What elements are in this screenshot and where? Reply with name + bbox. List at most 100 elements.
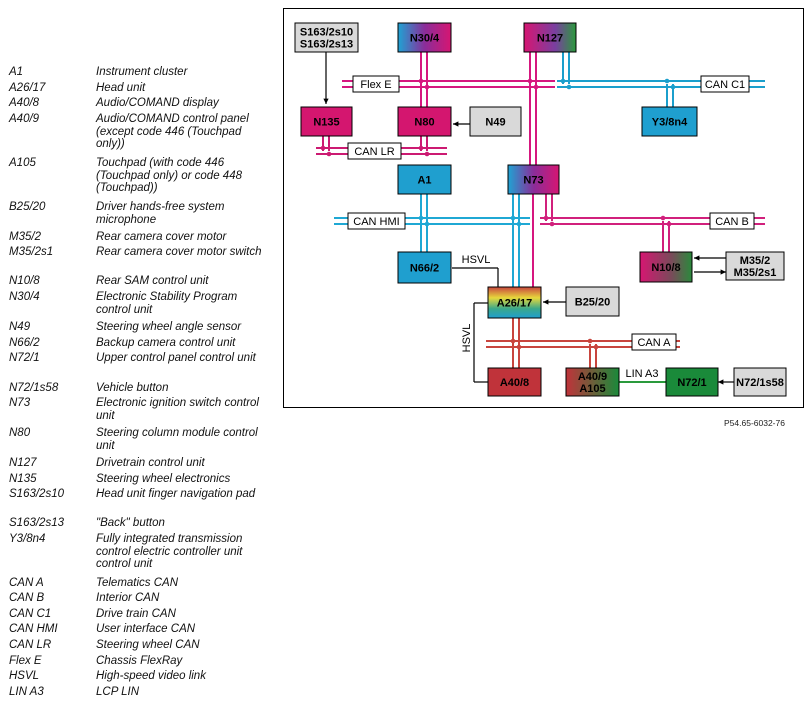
label-can-hmi [347,212,406,230]
legend-code: M35/2s1 [9,246,54,258]
diagram-frame [283,8,804,408]
junction-dot [424,221,430,227]
legend-description: Head unit finger navigation pad [96,488,256,500]
module-y3-8n4-label: Y3/8n4 [652,117,688,129]
legend-code: CAN A [9,577,44,589]
junction-dot [543,215,549,221]
junction-dot [587,338,593,344]
legend-description: Drivetrain control unit [96,457,205,469]
module-m35-label: M35/2s1 [734,267,777,279]
module-n72-1s58 [733,367,787,397]
arrow-n72-1s58-to-n72-1-head [718,379,724,385]
legend-code: N72/1 [9,352,40,364]
junction-dot [549,221,555,227]
module-n10-8-label: N10/8 [651,262,680,274]
module-n49 [469,106,522,137]
legend-code: CAN HMI [9,623,58,635]
label-can-a [631,333,677,351]
module-n66-2-label: N66/2 [410,263,439,275]
module-n73-label: N73 [523,175,543,187]
arrow-n10-8-to-m35-2s1-head [720,269,726,275]
module-n80 [397,106,452,137]
module-a26-17-label: A26/17 [497,298,532,310]
junction-dot [527,78,533,84]
label-can-b-text: CAN B [715,216,749,228]
junction-dot [660,215,666,221]
junction-dot [560,78,566,84]
junction-dot [424,151,430,157]
legend-description: Audio/COMAND display [96,97,219,109]
junction-dot [418,145,424,151]
legend-description: Drive train CAN [96,608,176,620]
label-hsvl-top: HSVL [462,254,491,266]
legend-code: Y3/8n4 [9,533,46,545]
module-n49-label: N49 [485,117,505,129]
legend-code: LIN A3 [9,686,44,698]
legend-code: A40/9 [9,113,40,125]
junction-dot [566,84,572,90]
label-can-c1-text: CAN C1 [705,79,745,91]
module-m35 [725,251,785,281]
legend-description: Steering wheel electronics [96,473,231,485]
legend-code: N49 [9,321,31,333]
label-can-b [709,212,755,230]
junction-dot [320,145,326,151]
module-s163-label: S163/2s10 [300,27,353,39]
legend-code: N135 [9,473,37,485]
legend-description: "Back" button [96,517,165,529]
legend-code: Flex E [9,655,42,667]
module-a26-17 [487,286,542,319]
legend-code: B25/20 [9,201,46,213]
legend-code: HSVL [9,670,40,682]
module-n127 [523,22,577,53]
legend-description: Vehicle button [96,382,169,394]
arrow-m35-2-to-n10-8-head [694,255,700,261]
legend-description: Interior CAN [96,592,160,604]
module-y3-8n4 [641,106,698,137]
legend-code: S163/2s10 [9,488,64,500]
module-n72-1-label: N72/1 [677,377,706,389]
arrow-b25-20-to-a26-17-head [543,299,549,305]
legend-description: Telematics CAN [96,577,179,589]
module-n30-4 [397,22,452,53]
junction-dot [326,151,332,157]
junction-dot [670,84,676,90]
legend-code: CAN LR [9,639,52,651]
module-n80-label: N80 [414,117,434,129]
legend-description: Steering column module control unit [96,427,258,452]
module-n30-4-label: N30/4 [410,33,440,45]
module-m35-label: M35/2 [740,255,771,267]
module-n72-1s58-label: N72/1s58 [736,377,784,389]
module-a40-9 [565,367,620,397]
label-can-c1 [700,75,750,93]
legend-description: User interface CAN [96,623,196,635]
module-s163-label: S163/2s13 [300,39,353,51]
junction-dot [664,78,670,84]
module-a1-label: A1 [417,175,431,187]
legend-description: Fully integrated transmission control el… [96,533,243,570]
junction-dot [510,215,516,221]
legend-code: CAN B [9,592,45,604]
module-b25-20 [565,286,620,317]
legend-code: M35/2 [9,231,41,243]
module-n73 [507,164,560,195]
module-s163 [294,22,359,53]
reference-number: P54.65-6032-76 [724,418,785,428]
module-n127-label: N127 [537,33,563,45]
label-flex-e [352,75,400,93]
legend-description: Electronic Stability Program control uni… [96,291,238,316]
module-n135 [300,106,353,137]
legend-description: Backup camera control unit [96,337,236,349]
module-n72-1 [665,367,719,397]
junction-dot [418,78,424,84]
legend-description: Steering wheel CAN [96,639,200,651]
module-a40-8 [487,367,542,397]
legend-description: Head unit [96,82,146,94]
legend-description: Chassis FlexRay [96,655,183,667]
legend-description: Audio/COMAND control panel (except code … [96,113,249,150]
label-hsvl-side: HSVL [461,324,473,353]
legend-code: N80 [9,427,31,439]
